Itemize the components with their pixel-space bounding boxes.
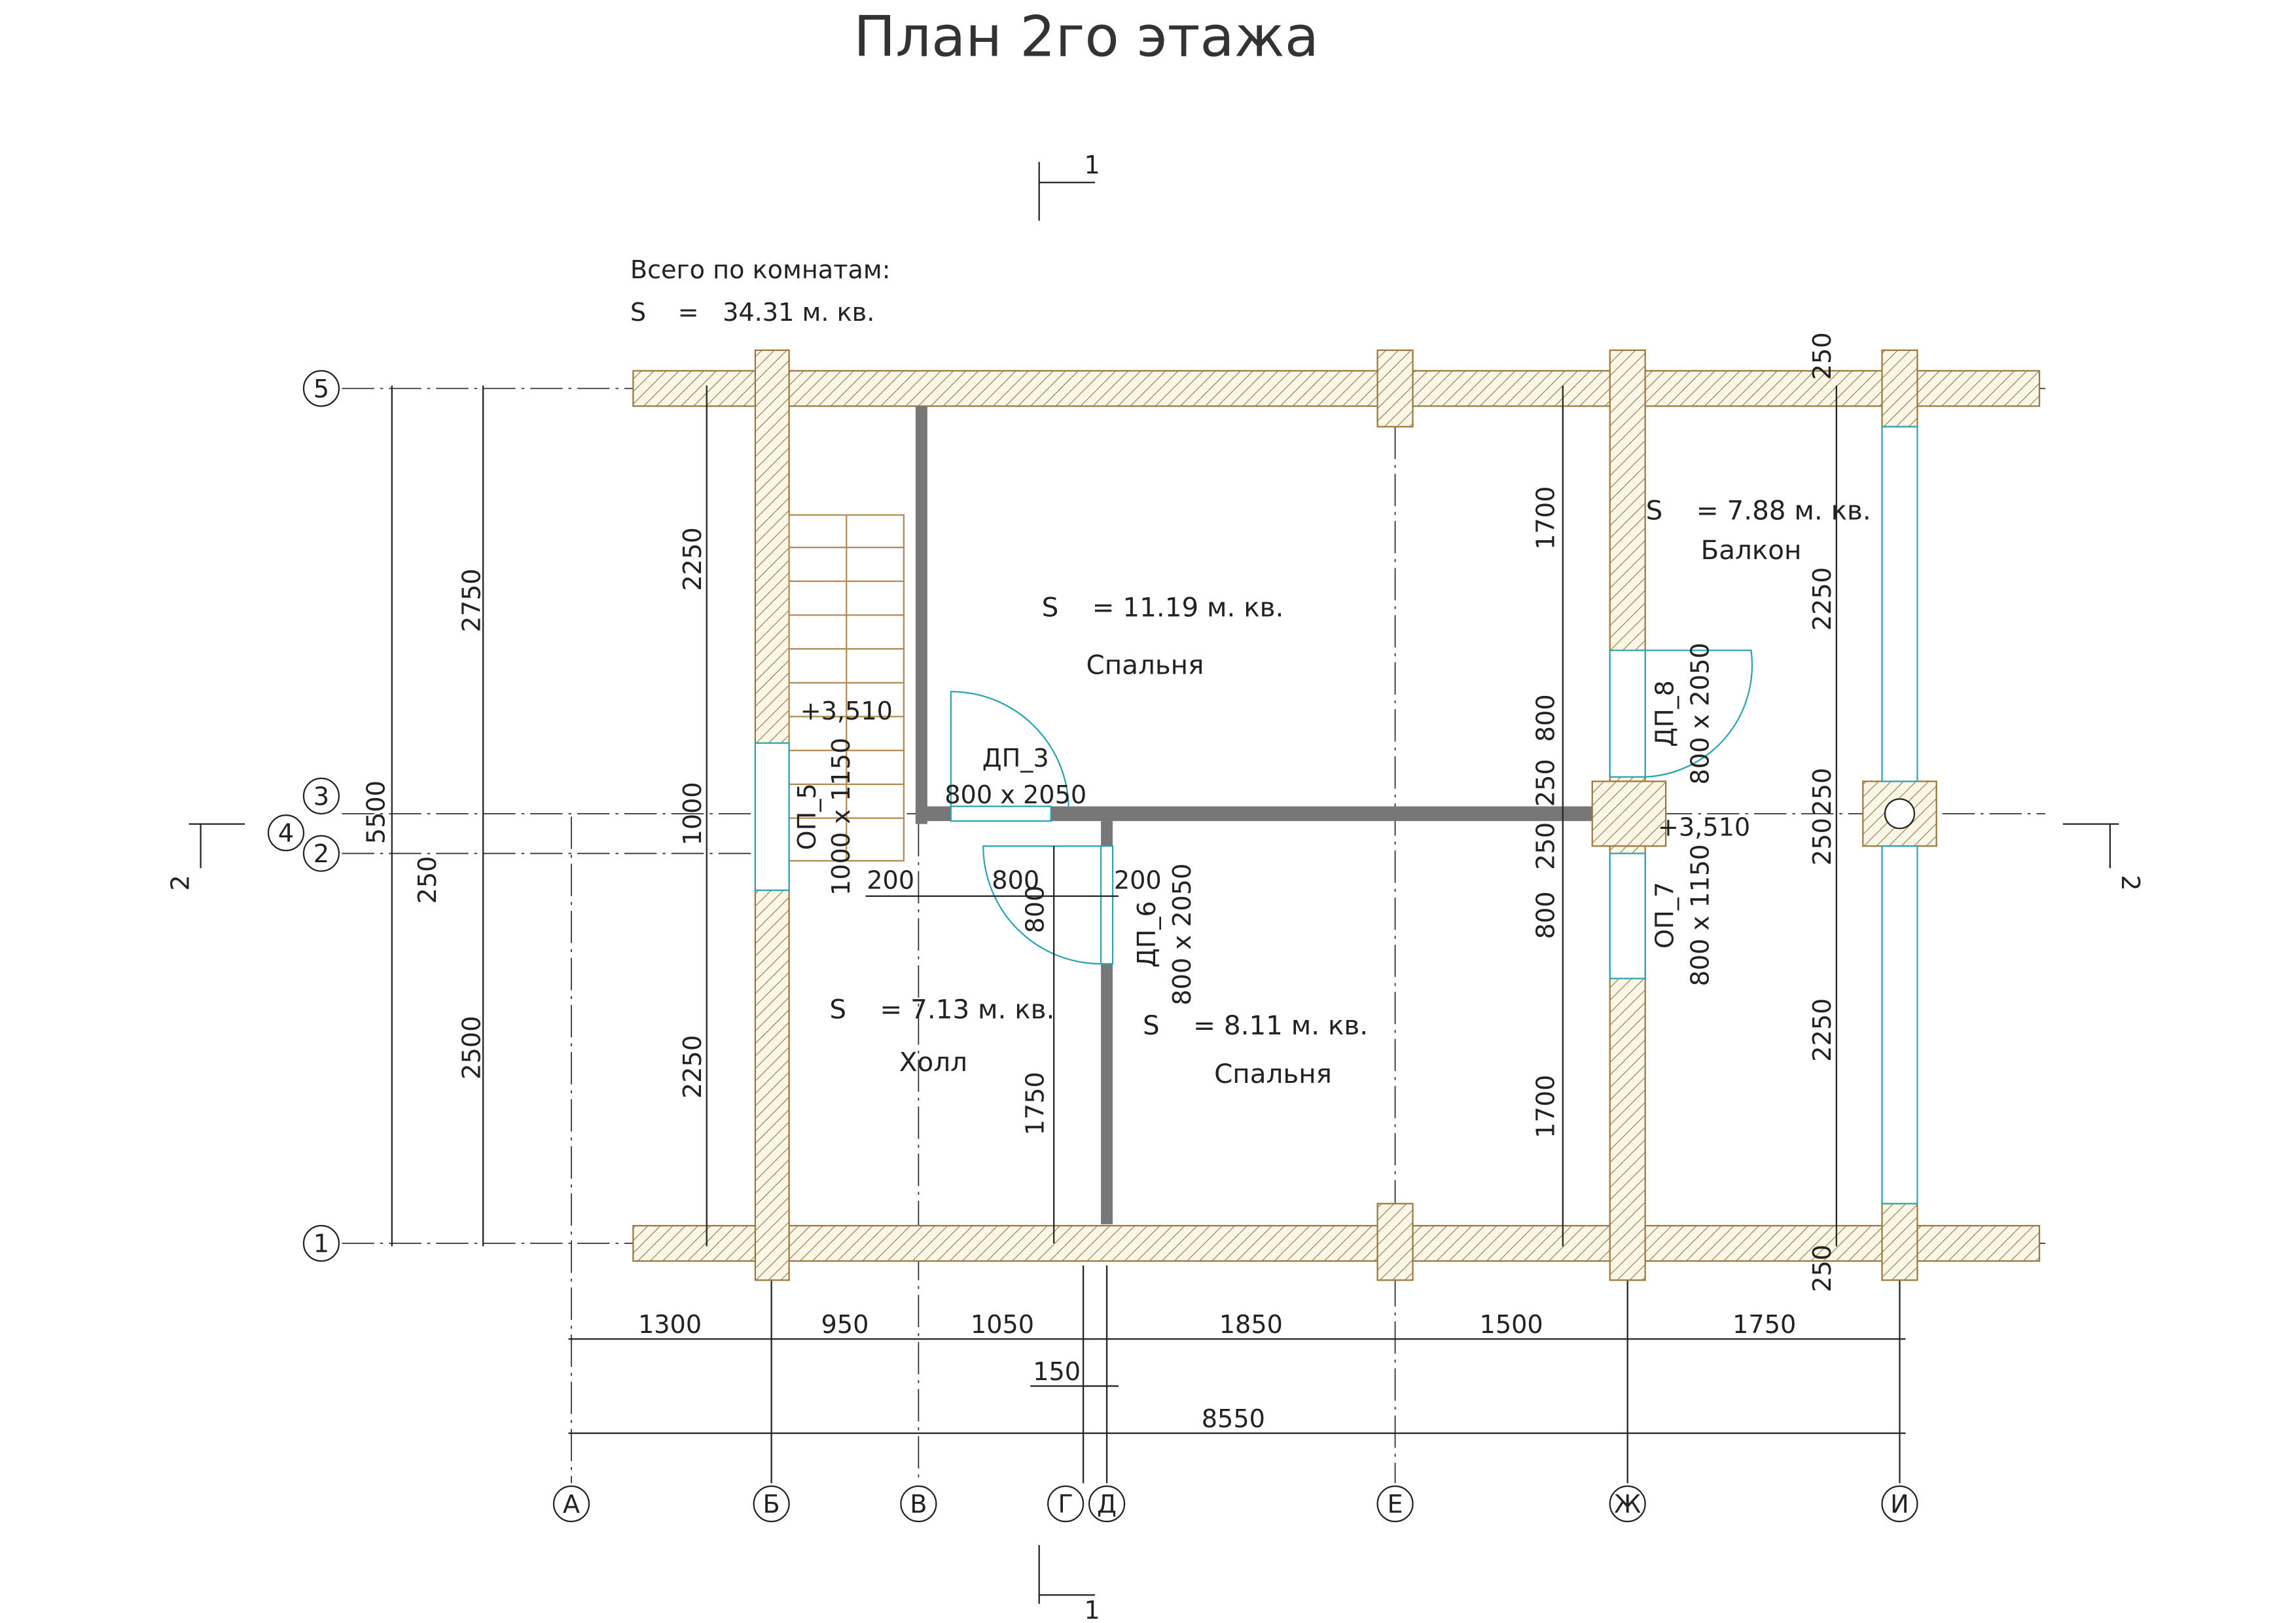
room-name-balcony: Балкон: [1700, 534, 1801, 566]
plan-title: План 2го этажа: [853, 5, 1319, 69]
dim-label: 1000: [679, 782, 708, 845]
axis-markers-x: А Б В Г Д Е Ж И: [552, 1485, 1918, 1523]
room-area-balcony: S = 7.88 м. кв.: [1646, 494, 1871, 526]
dim-label: 200: [867, 866, 914, 895]
axis-label: Б: [763, 1490, 780, 1519]
room-name-bedroom-1: Спальня: [1086, 649, 1204, 680]
room-area-hall: S = 7.13 м. кв.: [829, 993, 1054, 1025]
room-name-bedroom-2: Спальня: [1214, 1058, 1332, 1089]
axis-markers-y: 5 3 4 2 1: [267, 370, 340, 1262]
dim-label: 1750: [1021, 1072, 1050, 1135]
axis-label: 1: [314, 1230, 329, 1259]
section-mark-bottom: 1: [1084, 1596, 1100, 1623]
summary-area: S = 34.31 м. кв.: [630, 299, 874, 327]
elevation-mark: +3,510: [800, 697, 893, 726]
door-dp6-size: 800 x 2050: [1168, 864, 1197, 1006]
dim-label: 2250: [679, 527, 708, 591]
dim-label: 150: [1033, 1358, 1081, 1387]
dim-label: 2250: [1808, 567, 1837, 630]
axis-label: В: [910, 1490, 927, 1519]
dim-label: 250: [1808, 818, 1837, 866]
section-mark-top: 1: [1084, 151, 1100, 180]
dim-label: 250: [1808, 332, 1837, 380]
dim-label: 5500: [363, 780, 391, 844]
summary-label: Всего по комнатам:: [630, 256, 891, 285]
dim-label: 800: [992, 866, 1039, 895]
hall-dimensions: 200 800 200 800 1750: [867, 866, 1161, 1135]
dim-label: 1700: [1532, 1075, 1560, 1139]
section-mark-left: 2: [167, 875, 196, 890]
door-dp6-id: ДП_6: [1133, 901, 1162, 968]
room-name-hall: Холл: [899, 1046, 967, 1078]
axis-label: 2: [314, 840, 329, 869]
axis-label: А: [563, 1490, 580, 1519]
door-dp8-size: 800 x 2050: [1686, 643, 1715, 785]
axis-label: Ж: [1614, 1490, 1641, 1519]
dim-label: 1750: [1732, 1311, 1796, 1340]
dim-label: 1300: [638, 1311, 702, 1340]
axis-i-dimensions: 250 2250 250 250 2250 250: [1808, 332, 1837, 1292]
left-dimensions: 5500 2750 250 2500 2250 1000 2250: [363, 527, 708, 1099]
dim-label: 250: [414, 856, 442, 904]
door-dp8-id: ДП_8: [1651, 680, 1679, 747]
dim-label: 1700: [1532, 486, 1560, 550]
dim-label: 2500: [458, 1016, 487, 1080]
axis-label: Г: [1058, 1490, 1073, 1519]
dim-label: 2250: [1808, 998, 1837, 1062]
dim-label: 1500: [1480, 1311, 1543, 1340]
dim-label: 250: [1808, 1245, 1837, 1292]
axis-label: Е: [1388, 1490, 1403, 1519]
axis-label: 5: [314, 375, 329, 404]
window-op7-id: ОП_7: [1651, 882, 1679, 949]
section-mark-right: 2: [2115, 875, 2144, 890]
window-op5-id: ОП_5: [793, 783, 822, 850]
door-dp3-size: 800 x 2050: [944, 781, 1086, 810]
dim-label: 2250: [679, 1035, 708, 1099]
axis-label: 4: [278, 820, 294, 848]
dim-label: 1850: [1219, 1311, 1283, 1340]
staircase: [788, 514, 905, 862]
dim-total: 8550: [1202, 1405, 1265, 1434]
elevation-mark: +3,510: [1658, 814, 1750, 843]
dim-label: 800: [1532, 694, 1560, 742]
dimension-lines: [188, 162, 2119, 1604]
dim-label: 250: [1808, 768, 1837, 816]
window-op7-size: 800 x 1150: [1686, 844, 1715, 986]
dim-label: 800: [1532, 892, 1560, 939]
window-op5-size: 1000 x 1150: [827, 738, 856, 896]
axis-zh-dimensions: 1700 800 250 250 800 1700: [1532, 486, 1560, 1139]
dim-label: 200: [1114, 866, 1162, 895]
dim-label: 1050: [971, 1311, 1034, 1340]
axis-label: Д: [1097, 1490, 1117, 1519]
door-dp3-id: ДП_3: [982, 744, 1049, 773]
axis-label: 3: [314, 782, 329, 811]
openings: [754, 426, 1918, 1205]
dim-label: 950: [821, 1311, 869, 1340]
room-area-bedroom-2: S = 8.11 м. кв.: [1143, 1010, 1368, 1041]
bottom-dimensions: 1300 950 1050 1850 1500 1750 150 8550: [638, 1311, 1796, 1434]
room-area-bedroom-1: S = 11.19 м. кв.: [1042, 592, 1284, 623]
dim-label: 250: [1532, 759, 1560, 807]
dim-label: 2750: [458, 568, 487, 632]
axis-label: И: [1890, 1490, 1909, 1519]
dim-label: 800: [1021, 886, 1050, 934]
dim-label: 250: [1532, 822, 1560, 870]
